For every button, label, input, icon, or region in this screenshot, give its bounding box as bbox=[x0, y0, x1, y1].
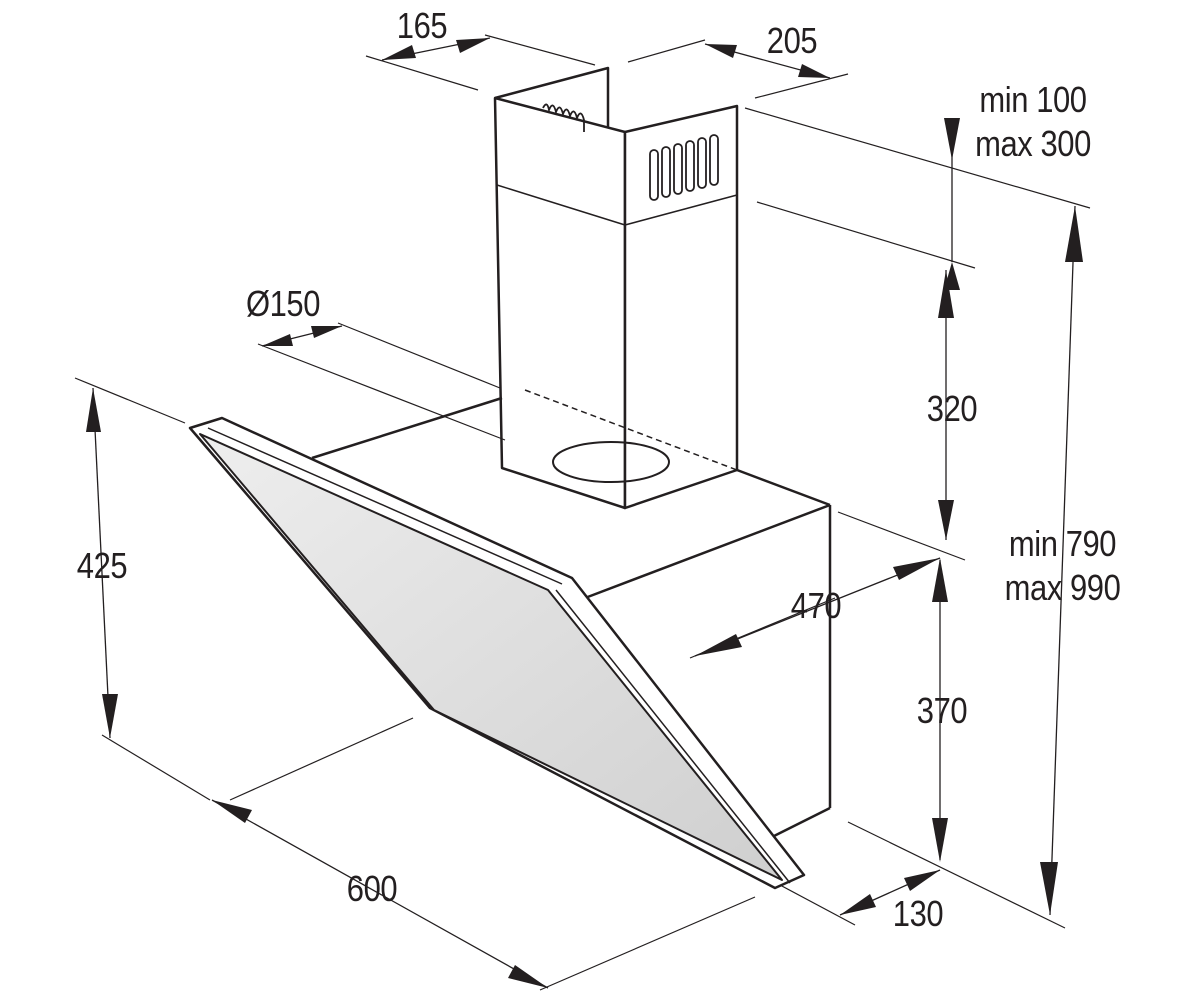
arrow-320-up bbox=[938, 270, 954, 318]
label-total-height: min 790 max 990 bbox=[1000, 522, 1125, 610]
arrow-320-down bbox=[938, 500, 954, 540]
arrow-600-a bbox=[212, 800, 252, 823]
label-duct-diameter: Ø150 bbox=[245, 283, 321, 324]
arrow-370-down bbox=[932, 818, 948, 862]
label-width: 600 bbox=[346, 868, 398, 909]
glass-frame-inner-2 bbox=[555, 589, 791, 884]
arrow-165-b bbox=[456, 38, 490, 53]
arrow-total-up bbox=[1065, 206, 1083, 262]
vent-slots-right bbox=[649, 134, 719, 201]
label-chimney-width: 205 bbox=[766, 20, 818, 61]
arrow-205-a bbox=[705, 44, 737, 58]
arrow-425-down bbox=[102, 694, 118, 738]
arrow-gap-down bbox=[944, 118, 960, 160]
chimney-joint-left bbox=[496, 184, 626, 226]
chimney-right-face bbox=[623, 104, 739, 510]
label-chimney-depth: 165 bbox=[396, 5, 448, 46]
label-body-depth: 470 bbox=[790, 585, 842, 626]
arrow-165-a bbox=[382, 45, 416, 60]
arrow-150-b bbox=[311, 326, 342, 338]
label-total-height-min: min 790 bbox=[1008, 523, 1117, 564]
arrow-130-b bbox=[904, 870, 940, 891]
body-bottom-edge bbox=[769, 806, 831, 840]
dim-line-600 bbox=[211, 799, 549, 989]
extension-lines bbox=[74, 34, 1091, 991]
body-top-back-edge bbox=[311, 396, 503, 460]
arrow-370-up bbox=[932, 558, 948, 602]
dim-line-total bbox=[1049, 205, 1076, 916]
dimension-arrows bbox=[86, 38, 1083, 988]
body-top-front-edge bbox=[584, 503, 831, 600]
dim-line-425 bbox=[92, 387, 111, 739]
chimney bbox=[493, 66, 739, 510]
arrow-470-a bbox=[695, 634, 742, 656]
label-total-height-max: max 990 bbox=[1004, 567, 1121, 608]
arrow-total-down bbox=[1040, 862, 1058, 915]
label-bottom-depth: 130 bbox=[892, 893, 944, 934]
body-top-right-edge bbox=[736, 468, 831, 507]
arrow-470-b bbox=[893, 558, 940, 580]
chimney-joint-right bbox=[624, 194, 738, 226]
glass-surface bbox=[199, 433, 783, 881]
label-top-gap-max: max 300 bbox=[975, 123, 1091, 164]
glass-frame-inner bbox=[207, 427, 563, 585]
label-top-gap: min 100 max 300 bbox=[969, 78, 1098, 166]
hood-body bbox=[311, 389, 832, 840]
chimney-left-face bbox=[493, 96, 627, 510]
label-body-height: 370 bbox=[916, 690, 968, 731]
arrow-600-b bbox=[508, 965, 548, 988]
vent-slots-left bbox=[542, 103, 585, 132]
label-top-gap-min: min 100 bbox=[979, 79, 1087, 120]
label-side-height: 425 bbox=[76, 545, 128, 586]
glass-panel bbox=[188, 416, 806, 890]
arrow-205-b bbox=[798, 64, 830, 78]
arrow-425-up bbox=[86, 388, 101, 432]
arrow-150-a bbox=[262, 334, 293, 346]
arrow-130-a bbox=[840, 894, 876, 915]
label-chimney-height: 320 bbox=[926, 388, 978, 429]
duct-dashed-1 bbox=[524, 389, 738, 471]
chimney-upper-back bbox=[494, 66, 610, 128]
duct-opening bbox=[552, 441, 670, 483]
